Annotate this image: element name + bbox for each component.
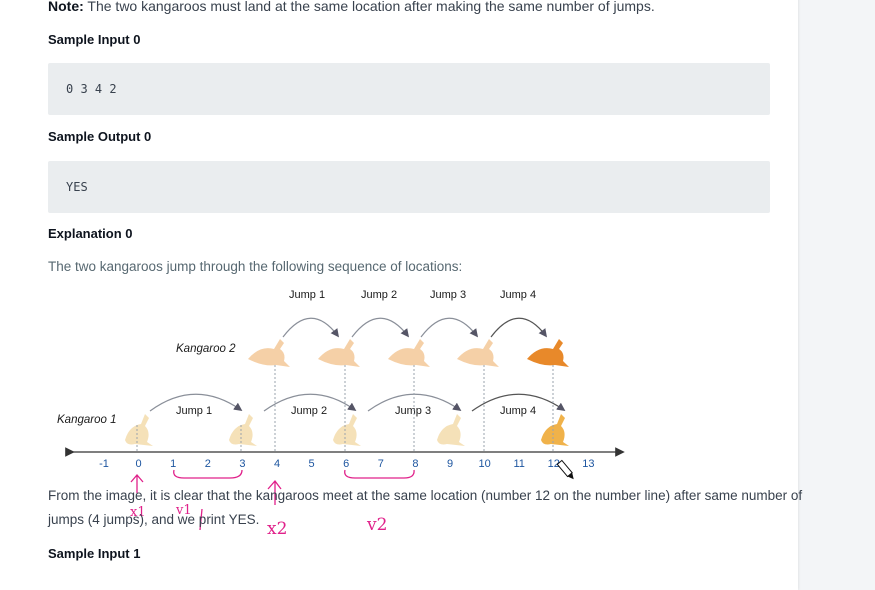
handwritten-v2: v2 — [366, 515, 387, 535]
tick-label: 2 — [205, 458, 211, 470]
tick-label: 7 — [378, 458, 384, 470]
top-jump-arc — [420, 317, 479, 338]
pen-cursor-icon — [556, 459, 574, 480]
note-label: Note: — [48, 0, 84, 14]
bottom-jump-label: Jump 2 — [291, 405, 327, 417]
kangaroo-1-icon — [333, 414, 361, 446]
tick-label: 1 — [170, 458, 176, 470]
tick-label: 12 — [548, 458, 560, 470]
note-text: The two kangaroos must land at the same … — [83, 0, 655, 14]
tick-label: 4 — [274, 458, 280, 470]
note: Note: The two kangaroos must land at the… — [48, 0, 655, 16]
top-jump-arc — [490, 317, 548, 338]
bottom-jump-label: Jump 3 — [395, 405, 431, 417]
tick-label: 10 — [478, 458, 490, 470]
sample-input-0-box: 0 3 4 2 — [48, 63, 770, 115]
bottom-jump-label: Jump 4 — [500, 405, 536, 417]
kangaroo-2-final-icon — [527, 339, 569, 367]
kangaroo-diagram: Jump 1 Jump 2 Jump 3 Jump 4 Kangaroo 2 K… — [57, 289, 625, 539]
sample-input-1-heading: Sample Input 1 — [48, 546, 141, 561]
tick-label: -1 — [99, 458, 109, 470]
kangaroo-2-icon — [388, 339, 430, 367]
kangaroo-2-label: Kangaroo 2 — [176, 343, 236, 355]
kangaroo-2-icon — [457, 339, 499, 367]
tick-label: 3 — [239, 458, 245, 470]
top-jump-label: Jump 1 — [289, 289, 325, 301]
sample-output-0-box: YES — [48, 161, 770, 213]
tick-label: 13 — [582, 458, 594, 470]
tick-label: 8 — [412, 458, 418, 470]
handwritten-x1: x1 — [130, 505, 146, 520]
tick-label: 9 — [447, 458, 453, 470]
handwritten-v1: v1 — [175, 503, 192, 518]
sample-input-0-heading: Sample Input 0 — [48, 32, 141, 47]
handwritten-x2: x2 — [267, 519, 287, 539]
tick-label: 0 — [136, 458, 142, 470]
explanation-0-line-1: From the image, it is clear that the kan… — [48, 488, 803, 503]
kangaroo-1-label: Kangaroo 1 — [57, 414, 116, 426]
tick-label: 5 — [309, 458, 315, 470]
bottom-jump-label: Jump 1 — [176, 405, 212, 417]
explanation-0-heading: Explanation 0 — [48, 226, 133, 241]
top-jump-label: Jump 4 — [500, 289, 536, 301]
kangaroo-1-icon — [125, 414, 153, 446]
top-jump-arc — [282, 317, 340, 338]
kangaroo-2-icon — [248, 339, 290, 367]
bottom-jump-arc — [149, 393, 243, 412]
bottom-jump-arc — [471, 393, 566, 412]
bottom-jump-arc — [263, 393, 357, 412]
top-jump-arc — [351, 317, 410, 338]
top-jump-label: Jump 2 — [361, 289, 397, 301]
tick-label: 11 — [513, 458, 524, 470]
tick-label: 6 — [343, 458, 349, 470]
handwritten-annotations — [130, 469, 415, 531]
sample-output-0-heading: Sample Output 0 — [48, 129, 152, 144]
sample-output-0-code: YES — [66, 180, 88, 194]
sample-input-0-code: 0 3 4 2 — [66, 82, 117, 96]
kangaroo-1-icon — [437, 414, 465, 446]
kangaroo-2-icon — [318, 339, 360, 367]
kangaroo-1-final-icon — [541, 414, 569, 446]
kangaroo-1-icon — [229, 414, 257, 446]
explanation-0-line-2: jumps (4 jumps), and we print YES. — [48, 512, 260, 527]
guide-lines — [136, 365, 554, 452]
explanation-0-intro: The two kangaroos jump through the follo… — [48, 259, 463, 274]
top-jump-label: Jump 3 — [430, 289, 466, 301]
